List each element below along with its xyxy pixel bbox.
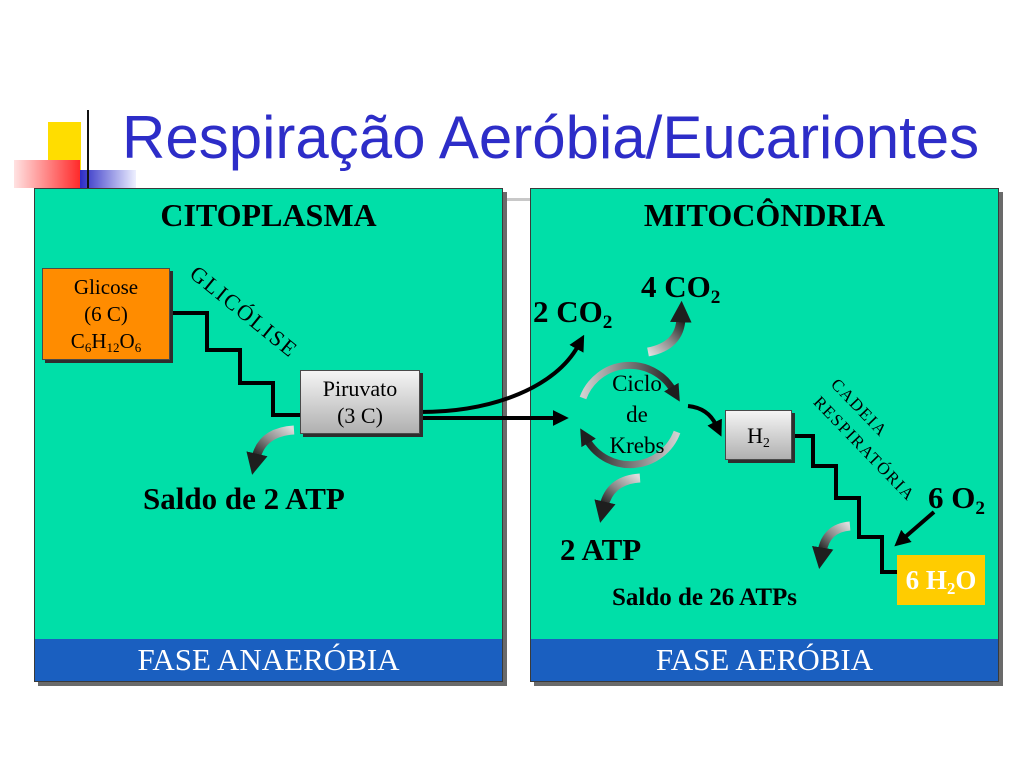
pyruvate-carbons: (3 C) [337,403,383,428]
hydrogen-subscript: 2 [763,434,770,450]
formula-subscript: 6 [134,339,142,355]
glucose-carbons: (6 C) [84,301,128,326]
formula-subscript: 12 [106,339,120,355]
glycolysis-staircase [170,311,300,417]
pyruvate-box: Piruvato (3 C) [300,370,420,434]
oxygen-to-chain-arrow [894,510,936,547]
krebs-cycle-label: Ciclo de Krebs [590,368,684,461]
formula-subscript: 6 [84,339,92,355]
oxygen-subscript: 2 [975,497,985,519]
krebs-line: Krebs [609,433,665,458]
krebs-line: de [626,402,648,427]
glucose-formula: C6H12O6 [71,328,141,355]
decoration-red-bar [14,160,80,188]
oxygen-input: 6 O2 [928,480,985,518]
anaerobic-phase-band: FASE ANAERÓBIA [35,639,502,681]
slide-title: Respiração Aeróbia/Eucariontes [122,104,980,171]
krebs-cycle-top-arc [579,361,680,402]
oxygen-base: 6 O [928,480,976,515]
krebs-co2-curved-arrow [646,300,692,357]
water-tail: O [955,565,977,595]
pyruvate-name: Piruvato [322,376,398,401]
formula-element: C [70,328,85,353]
hydrogen-formula: H2 [747,422,770,449]
krebs-cycle-bottom-arc [580,428,681,469]
decoration-blue-bar [80,170,136,190]
co2-output-first: 2 CO2 [533,294,612,332]
decoration-vertical-line [87,110,89,192]
glucose-name: Glicose [73,274,139,299]
krebs-atp-curved-arrow [594,473,641,523]
water-base: 6 H [905,565,947,595]
glucose-box: Glicose (6 C) C6H12O6 [42,268,170,360]
pyruvate-atp-curved-arrow [246,425,295,475]
krebs-line: Ciclo [612,371,662,396]
water-subscript: 2 [946,579,956,599]
cytoplasm-header: CITOPLASMA [160,197,377,233]
water-formula: 6 H2O [905,565,977,599]
respiratory-chain-staircase [792,434,897,574]
mitochondria-header: MITOCÔNDRIA [643,197,886,233]
aerobic-phase-band: FASE AERÓBIA [531,639,998,681]
co2-base: 2 CO [533,294,603,329]
hydrogen-box: H2 [725,410,792,460]
co2-base: 4 CO [641,269,711,304]
hydrogen-base: H [747,422,764,448]
co2-subscript: 2 [710,286,721,308]
water-output-box: 6 H2O [897,555,985,605]
aerobic-atp-balance: Saldo de 26 ATPs [612,584,797,611]
co2-subscript: 2 [602,311,613,333]
formula-element: H [91,328,107,353]
formula-element: O [119,328,135,353]
krebs-atp-output: 2 ATP [560,532,642,567]
krebs-to-hydrogen-arrow [687,404,722,437]
pyruvate-to-co2-arrow [419,334,585,414]
anaerobic-atp-balance: Saldo de 2 ATP [143,481,345,516]
chain-curved-arrow [812,521,851,570]
co2-output-second: 4 CO2 [641,269,720,307]
